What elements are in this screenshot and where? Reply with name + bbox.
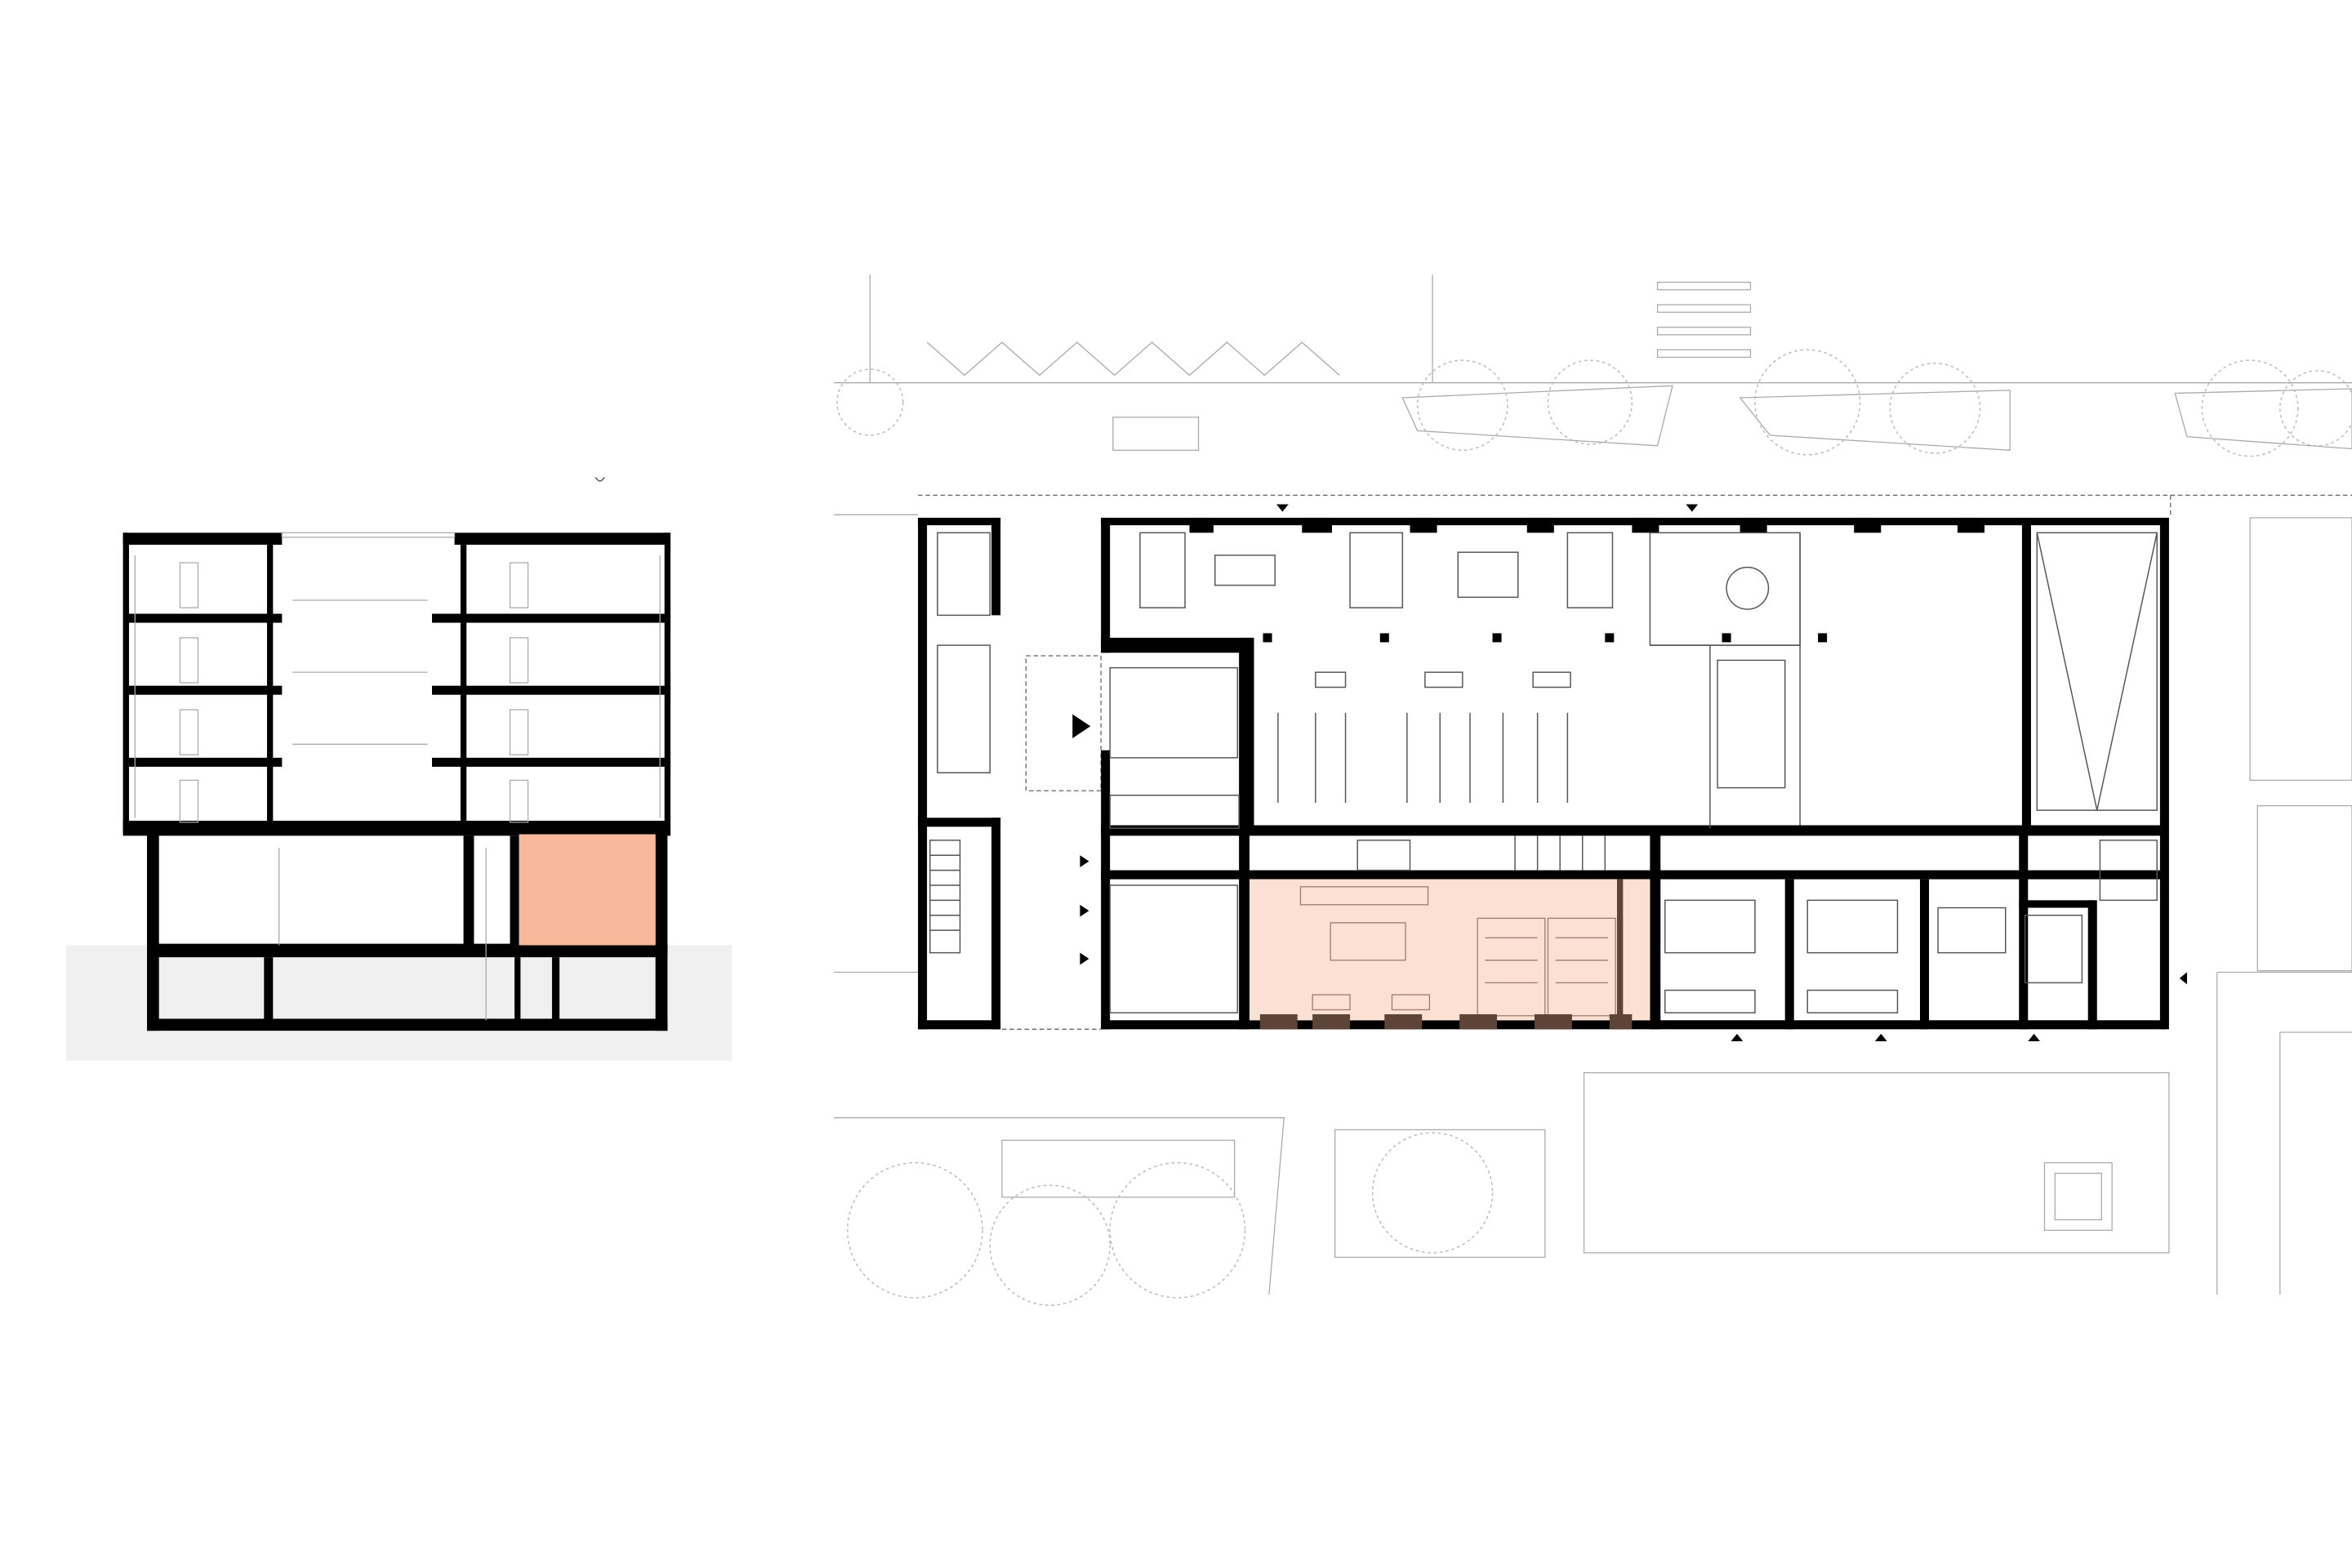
walls <box>918 517 2169 1030</box>
highlighted-room-plan <box>1250 879 1650 1030</box>
floor-slabs <box>122 613 671 1031</box>
trees <box>836 349 2352 1306</box>
building-section <box>65 476 733 1061</box>
entrance-arrows <box>1072 504 2187 1041</box>
ground-fill <box>65 945 733 1061</box>
terrain-marker <box>595 476 605 482</box>
site-context <box>834 274 2352 1295</box>
ground-floor-plan <box>834 274 2352 1306</box>
highlighted-room-section <box>519 834 656 946</box>
